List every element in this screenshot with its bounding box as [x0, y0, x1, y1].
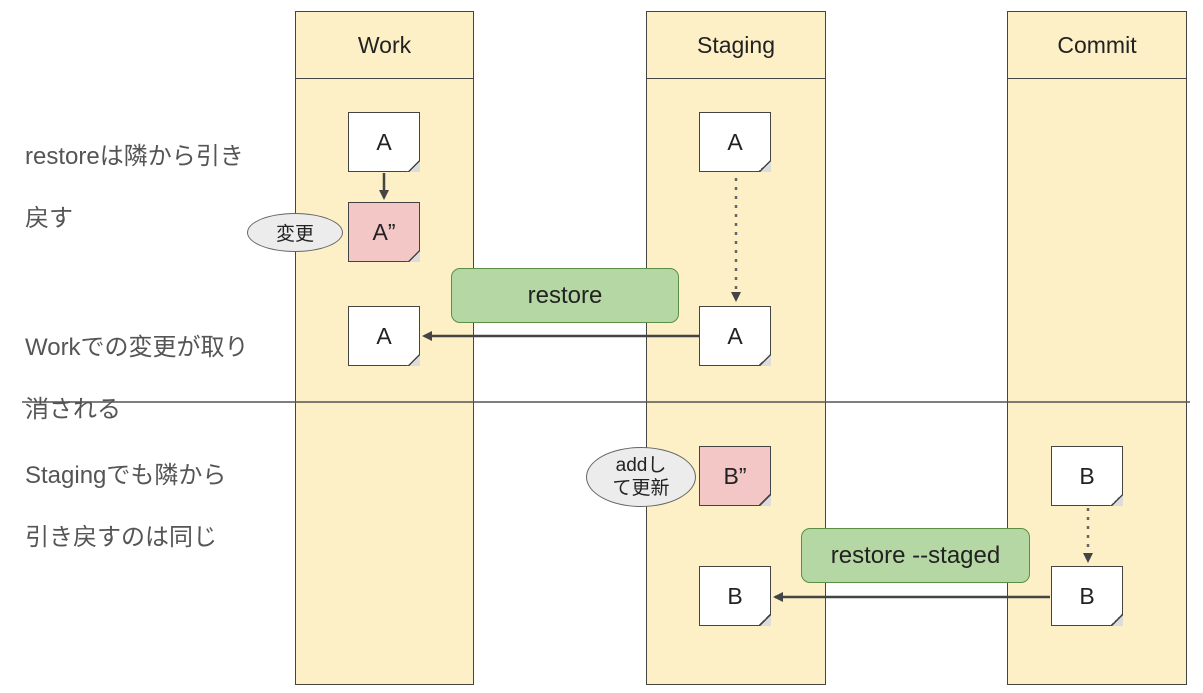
file-label: A — [727, 128, 743, 155]
dog-ear-icon — [407, 159, 420, 172]
file-note-commit-b-bottom: B — [1051, 566, 1123, 626]
lane-commit: Commit — [1007, 11, 1187, 685]
dog-ear-icon — [1110, 613, 1123, 626]
dog-ear-icon — [758, 159, 771, 172]
file-label: A — [376, 128, 392, 155]
command-restore: restore — [451, 268, 679, 323]
dog-ear-icon — [758, 353, 771, 366]
dog-ear-icon — [407, 353, 420, 366]
desc-work-line2: 消される — [25, 396, 121, 423]
dog-ear-icon — [758, 613, 771, 626]
file-label: B — [1079, 462, 1095, 489]
desc-staging: Stagingでも隣から 引き戻すのは同じ — [25, 429, 226, 584]
desc-restore-line1: restoreは隣から引き — [25, 143, 244, 170]
desc-restore: restoreは隣から引き 戻す — [25, 110, 244, 265]
desc-work-line1: Workでの変更が取り — [25, 334, 249, 361]
command-restore-staged: restore --staged — [801, 528, 1030, 583]
bubble-add-line1: addし — [615, 455, 667, 476]
file-label: B” — [723, 462, 747, 489]
file-note-work-a-modified: A” — [348, 202, 420, 262]
dog-ear-icon — [1110, 493, 1123, 506]
desc-restore-line2: 戻す — [25, 205, 73, 232]
file-label: A — [376, 322, 392, 349]
bubble-change: 変更 — [247, 213, 343, 252]
command-restore-label: restore — [527, 281, 603, 309]
file-note-work-a-restored: A — [348, 306, 420, 366]
desc-staging-line1: Stagingでも隣から — [25, 462, 227, 489]
lane-commit-header: Commit — [1008, 12, 1186, 79]
file-label: B — [1079, 582, 1095, 609]
file-label: A — [727, 322, 743, 349]
file-label: A” — [372, 218, 396, 245]
dog-ear-icon — [758, 493, 771, 506]
command-restore-staged-label: restore --staged — [830, 541, 1001, 569]
file-label: B — [727, 582, 743, 609]
lane-work-header: Work — [296, 12, 473, 79]
bubble-change-label: 変更 — [275, 224, 314, 245]
lane-staging-header: Staging — [647, 12, 825, 79]
desc-work-undone: Workでの変更が取り 消される — [25, 301, 249, 456]
dog-ear-icon — [407, 249, 420, 262]
bubble-add-update: addし て更新 — [586, 447, 696, 507]
desc-staging-line2: 引き戻すのは同じ — [25, 524, 217, 551]
bubble-add-line2: て更新 — [612, 478, 670, 499]
